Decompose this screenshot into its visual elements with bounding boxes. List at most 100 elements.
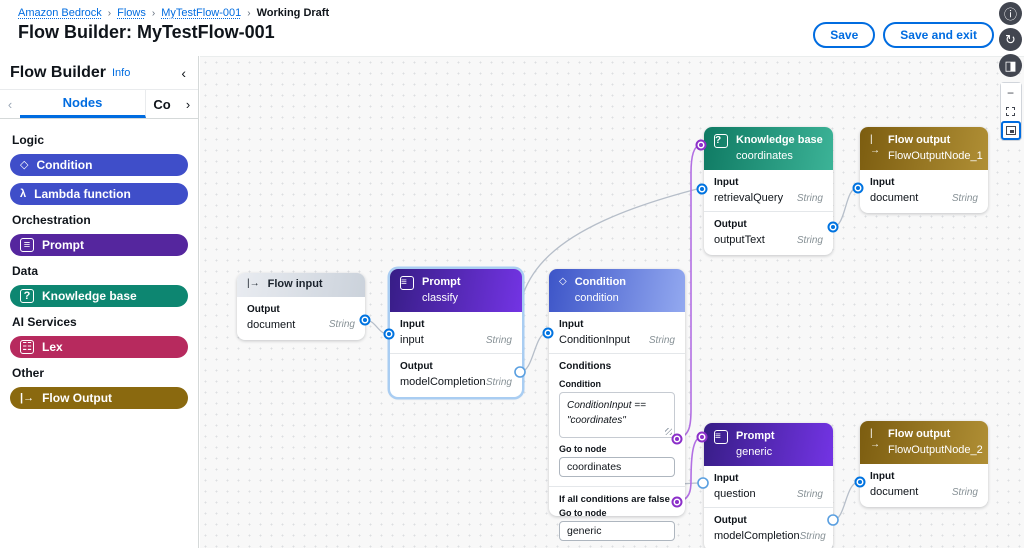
field-name: retrievalQuery [714, 192, 784, 205]
output-label: Output [714, 219, 747, 231]
node-flow-output-1[interactable]: |→ Flow output FlowOutputNode_1 Input do… [860, 127, 988, 214]
node-flow-output-2[interactable]: |→ Flow output FlowOutputNode_2 Input do… [860, 421, 988, 508]
node-title: Flow output [888, 428, 951, 440]
flow-output-icon: |→ [870, 428, 880, 450]
node-subtitle: condition [574, 291, 619, 304]
input-label: Input [870, 177, 895, 189]
tab-configuration[interactable]: Co [153, 96, 171, 112]
breadcrumb: Amazon Bedrock › Flows › MyTestFlow-001 … [18, 7, 329, 19]
field-type: String [485, 376, 512, 388]
palette-item-prompt[interactable]: ≡ Prompt [10, 234, 188, 256]
node-title: Flow input [267, 278, 323, 290]
field-type: String [796, 488, 823, 500]
palette-item-label: Flow Output [42, 391, 113, 405]
field-name: modelCompletion [400, 376, 486, 389]
node-knowledge-base[interactable]: ? Knowledge base coordinates Input retri… [704, 127, 833, 256]
node-condition[interactable]: ◇ Condition condition Input ConditionInp… [549, 269, 685, 542]
node-subtitle: generic [736, 445, 773, 458]
breadcrumb-separator: › [247, 7, 251, 19]
node-prompt-generic[interactable]: ≡ Prompt generic Input question String O… [704, 423, 833, 548]
divider [549, 486, 685, 488]
history-icon: ↻ [1005, 31, 1016, 47]
lex-icon: ☷ [20, 340, 34, 354]
collapse-panel-icon[interactable]: ‹ [181, 64, 186, 81]
info-link[interactable]: Info [112, 66, 131, 79]
field-type: String [796, 234, 823, 246]
node-subtitle: classify [422, 291, 459, 304]
page-title: Flow Builder: MyTestFlow-001 [18, 22, 275, 42]
flow-canvas[interactable]: |→ Flow input Output document String ≡ P… [200, 56, 1024, 548]
palette-item-label: Lex [42, 340, 63, 354]
input-label: Input [714, 473, 739, 485]
field-name: question [714, 488, 756, 501]
output-label: Output [400, 361, 433, 373]
zoom-out-button[interactable]: − [1000, 83, 1021, 102]
history-button[interactable]: ↻ [999, 28, 1022, 51]
section-label-ai-services: AI Services [12, 315, 77, 329]
palette-item-flow-output[interactable]: |→ Flow Output [10, 387, 188, 409]
header-actions: Save Save and exit [813, 22, 994, 48]
field-type: String [951, 192, 978, 204]
go-to-node-select[interactable]: coordinates [559, 457, 675, 478]
palette-item-lex[interactable]: ☷ Lex [10, 336, 188, 358]
input-label: Input [400, 319, 425, 331]
divider [390, 353, 522, 355]
field-name: ConditionInput [559, 334, 630, 347]
all-false-label: If all conditions are false [559, 494, 670, 506]
minimap-toggle-button[interactable] [1000, 121, 1021, 140]
field-type: String [328, 319, 355, 331]
tab-nodes[interactable]: Nodes [20, 90, 146, 118]
sidebar-title: Flow Builder [10, 63, 106, 81]
palette-item-lambda-function[interactable]: λ Lambda function [10, 183, 188, 205]
node-title: Knowledge base [736, 134, 823, 146]
sidebar-header: Flow Builder Info ‹ [0, 56, 198, 90]
field-type: String [648, 334, 675, 346]
field-name: outputText [714, 234, 765, 247]
breadcrumb-amazon-bedrock[interactable]: Amazon Bedrock [18, 7, 102, 19]
prompt-icon: ≡ [400, 276, 414, 290]
go-to-node-false-select[interactable]: generic [559, 521, 675, 542]
info-icon: ⓘ [1003, 7, 1017, 22]
knowledge-base-icon: ? [714, 134, 728, 148]
fit-view-button[interactable] [1000, 102, 1021, 121]
info-button[interactable]: ⓘ [999, 2, 1022, 25]
breadcrumb-flow-name[interactable]: MyTestFlow-001 [161, 7, 242, 19]
breadcrumb-separator: › [151, 7, 156, 19]
field-name: document [247, 318, 296, 331]
section-label-other: Other [12, 366, 45, 380]
canvas-toolbar: − [999, 82, 1022, 141]
palette-item-knowledge-base[interactable]: ? Knowledge base [10, 285, 188, 307]
condition-expression-input[interactable]: ConditionInput == "coordinates" [559, 392, 675, 439]
field-type: String [951, 486, 978, 498]
field-name: document [870, 192, 919, 205]
palette-item-label: Prompt [42, 238, 84, 252]
section-label-orchestration: Orchestration [12, 213, 91, 227]
split-panel-icon: ◨ [1004, 57, 1017, 73]
condition-icon: ◇ [559, 276, 567, 287]
node-subtitle: coordinates [736, 149, 793, 162]
tabs-scroll-left-icon[interactable]: ‹ [7, 96, 13, 112]
node-title: Flow output [888, 134, 951, 146]
flow-output-icon: |→ [20, 391, 35, 404]
node-prompt-classify[interactable]: ≡ Prompt classify Input input String Out… [390, 269, 522, 398]
node-flow-input[interactable]: |→ Flow input Output document String [237, 273, 365, 340]
palette-item-condition[interactable]: ◇ Condition [10, 154, 188, 176]
field-name: modelCompletion [714, 530, 800, 543]
breadcrumb-separator: › [107, 7, 112, 19]
breadcrumb-flows[interactable]: Flows [117, 7, 146, 19]
save-button[interactable]: Save [813, 22, 876, 48]
input-label: Input [714, 177, 739, 189]
field-type: String [799, 530, 826, 542]
node-title: Prompt [736, 430, 775, 442]
split-panel-button[interactable]: ◨ [999, 54, 1022, 77]
tabs-scroll-right-icon[interactable]: › [185, 96, 191, 112]
field-type: String [485, 334, 512, 346]
node-title: Prompt [422, 276, 461, 288]
go-to-node-label: Go to node [559, 508, 607, 519]
condition-label: Condition [559, 379, 601, 390]
section-label-logic: Logic [12, 133, 44, 147]
divider [704, 507, 833, 509]
save-and-exit-button[interactable]: Save and exit [883, 22, 994, 48]
breadcrumb-working-draft: Working Draft [256, 7, 330, 19]
node-subtitle: FlowOutputNode_1 [888, 149, 983, 162]
